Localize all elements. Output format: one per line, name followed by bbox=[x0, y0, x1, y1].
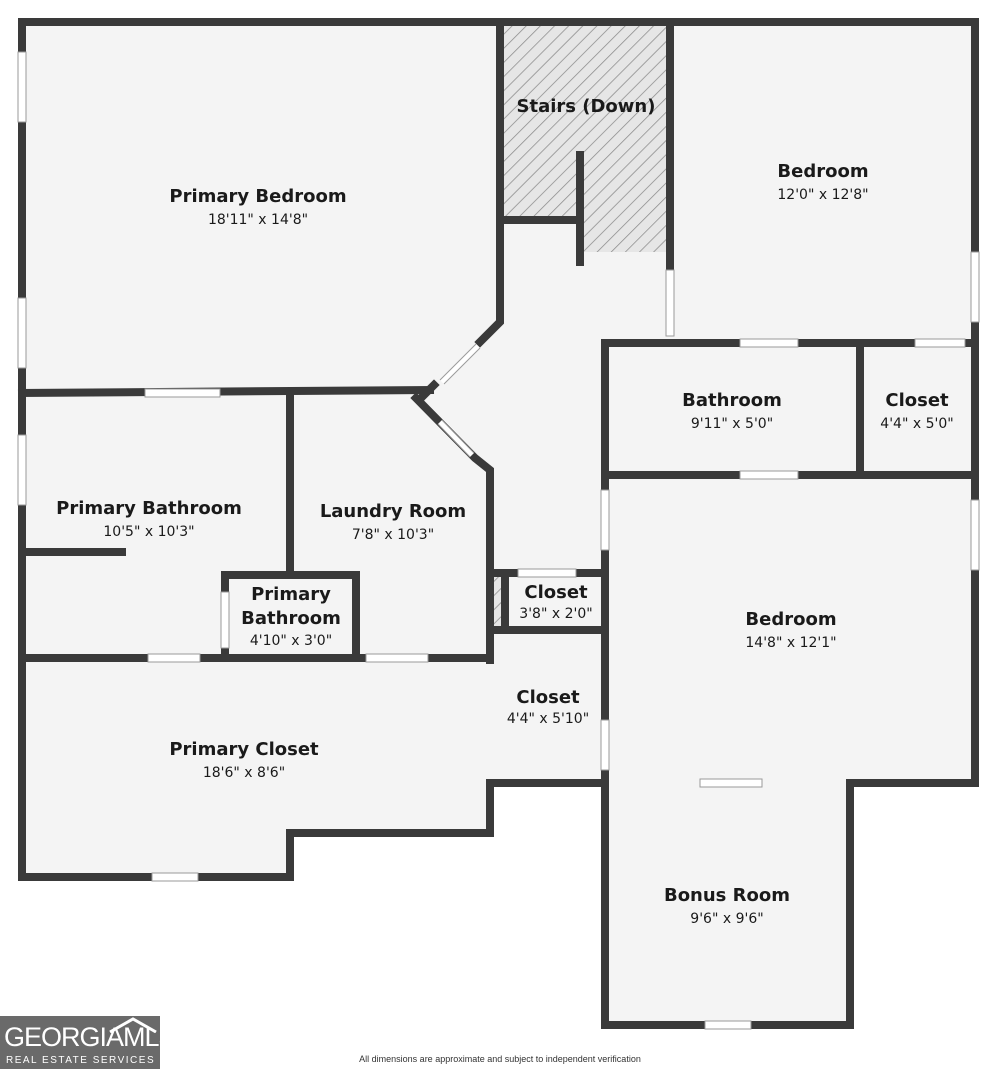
disclaimer-text: All dimensions are approximate and subje… bbox=[359, 1054, 641, 1064]
house-roof-icon bbox=[109, 1017, 157, 1033]
openings bbox=[17, 51, 980, 1030]
bonus-room-label: Bonus Room bbox=[664, 885, 790, 906]
bathroom-label: Bathroom bbox=[682, 390, 782, 411]
primary-bathroom-1-dims: 10'5" x 10'3" bbox=[103, 524, 194, 540]
diagonal-opening-edges bbox=[437, 343, 481, 458]
primary-closet-dims: 18'6" x 8'6" bbox=[203, 765, 285, 781]
closet-1-dims: 4'4" x 5'0" bbox=[880, 416, 953, 432]
logo-wordmark: GEORGIAMLS bbox=[4, 1022, 177, 1052]
primary-bedroom-label: Primary Bedroom bbox=[169, 186, 346, 207]
diagonal-openings bbox=[437, 343, 481, 458]
bedroom-2-dims: 14'8" x 12'1" bbox=[745, 635, 836, 651]
stairs-hatch bbox=[503, 26, 668, 252]
primary-bathroom-1-label: Primary Bathroom bbox=[56, 498, 242, 519]
closet-hatch-strip bbox=[492, 577, 502, 627]
primary-bedroom-dims: 18'11" x 14'8" bbox=[208, 212, 308, 228]
floor-areas bbox=[22, 22, 975, 1025]
bedroom-2-label: Bedroom bbox=[745, 609, 836, 630]
laundry-room-dims: 7'8" x 10'3" bbox=[352, 527, 434, 543]
closet-2-label: Closet bbox=[524, 582, 588, 603]
logo-tagline: REAL ESTATE SERVICES bbox=[6, 1055, 156, 1066]
bedroom-1-dims: 12'0" x 12'8" bbox=[777, 187, 868, 203]
closet-1-label: Closet bbox=[885, 390, 949, 411]
primary-bathroom-2-label-line2: Bathroom bbox=[241, 608, 341, 629]
closet-3-dims: 4'4" x 5'10" bbox=[507, 711, 589, 727]
bonus-room-dims: 9'6" x 9'6" bbox=[690, 911, 763, 927]
bathroom-dims: 9'11" x 5'0" bbox=[691, 416, 773, 432]
primary-bathroom-2-label-line1: Primary bbox=[251, 584, 331, 605]
georgia-mls-logo: GEORGIAMLS REAL ESTATE SERVICES bbox=[0, 1016, 177, 1069]
closet-2-dims: 3'8" x 2'0" bbox=[519, 606, 592, 622]
closet-3-label: Closet bbox=[516, 687, 580, 708]
bedroom-1-label: Bedroom bbox=[777, 161, 868, 182]
stairs-label: Stairs (Down) bbox=[517, 96, 656, 117]
primary-bathroom-2-dims: 4'10" x 3'0" bbox=[250, 633, 332, 649]
primary-closet-label: Primary Closet bbox=[169, 739, 319, 760]
laundry-room-label: Laundry Room bbox=[320, 501, 466, 522]
